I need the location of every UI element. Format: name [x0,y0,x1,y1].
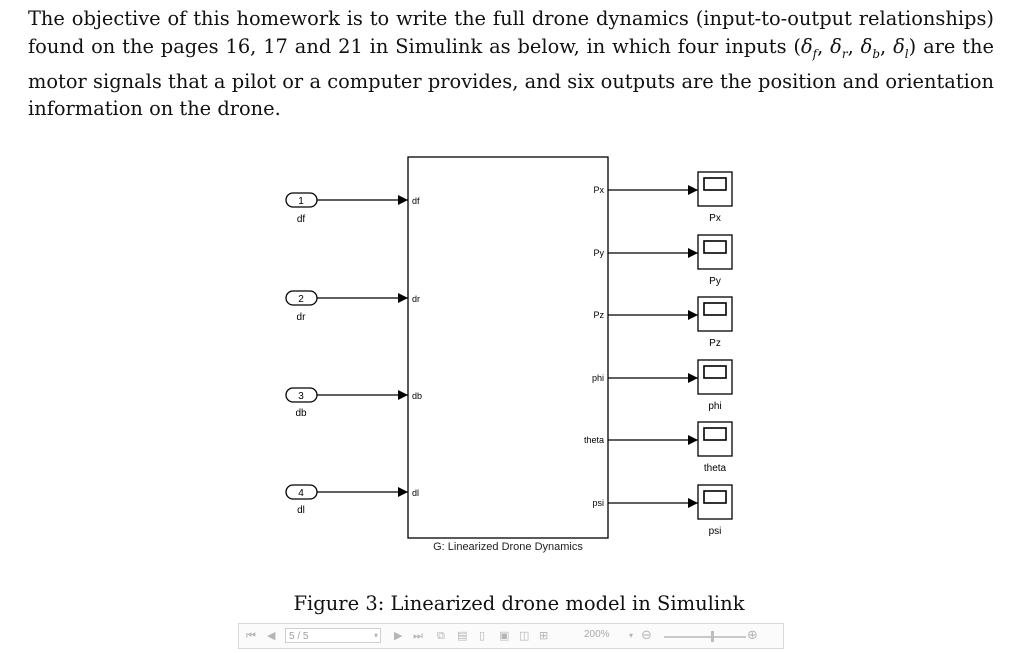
zoom-dropdown-icon[interactable]: ▾ [629,631,634,640]
zoom-slider-handle[interactable] [711,631,714,642]
first-page-icon[interactable]: ⏮ [246,630,256,642]
svg-text:1: 1 [298,196,304,207]
pdf-viewer-toolbar: ⏮ ◀ 5 / 5 ▾ ▶ ⏭ ⧉ ▤ ▯ ▣ ◫ ⊞ 200% ▾ ⊖ ⊕ [238,623,784,649]
paragraph-text-before: The objective of this homework is to wri… [28,7,994,58]
two-page-view-icon[interactable]: ◫ [519,630,530,642]
simulink-diagram: G: Linearized Drone Dynamics 1 df 2 dr 3… [285,156,733,553]
zoom-slider[interactable] [664,636,746,638]
subsystem-outport-label: Px [593,185,604,195]
subsystem-outport-label: Pz [593,310,604,320]
subsystem-inport-label: dr [412,294,420,304]
subsystem-outport-label: theta [584,435,604,445]
copy-icon[interactable]: ⧉ [437,630,445,642]
inport-1-name: df [297,214,306,225]
scope-label: phi [708,401,721,412]
subsystem-outport-label: Py [593,248,604,258]
scope-label: theta [704,463,727,474]
next-page-icon[interactable]: ▶ [394,630,403,642]
print-icon[interactable]: ▤ [457,630,468,642]
subsystem-block[interactable] [407,156,609,539]
scope-label: psi [709,526,722,537]
page-dropdown-icon[interactable]: ▾ [374,631,379,640]
paragraph-text-after: are the motor signals that a pilot or a … [28,34,995,121]
inport-2[interactable]: 2 dr [285,290,408,323]
scope-label: Pz [709,338,721,349]
subsystem-outport-label: psi [592,498,604,508]
subsystem-inport-label: df [412,196,420,206]
svg-text:4: 4 [298,488,304,499]
inport-4-name: dl [297,505,305,516]
zoom-in-icon[interactable]: ⊕ [747,627,758,642]
inport-2-name: dr [297,312,307,323]
continuous-view-icon[interactable]: ▣ [499,630,510,642]
last-page-icon[interactable]: ⏭ [413,630,423,642]
scope-label: Px [709,213,721,224]
scope-px[interactable]: Px [608,171,733,224]
scope-theta[interactable]: theta [608,421,733,474]
inport-4[interactable]: 4 dl [285,484,408,516]
paragraph-math: (δf, δr, δb, δl) [793,34,917,61]
fit-width-icon[interactable]: ⊞ [539,630,549,642]
inport-3[interactable]: 3 db [285,387,408,419]
zoom-out-icon[interactable]: ⊖ [641,627,652,642]
scope-pz[interactable]: Pz [608,296,733,349]
zoom-level[interactable]: 200% [584,629,610,640]
subsystem-inport-label: db [412,391,422,401]
subsystem-label: G: Linearized Drone Dynamics [433,541,583,553]
svg-text:3: 3 [298,391,304,402]
subsystem-inport-label: dl [412,488,419,498]
scope-label: Py [709,276,721,287]
svg-text:2: 2 [298,294,304,305]
figure-caption: Figure 3: Linearized drone model in Simu… [293,592,745,615]
homework-paragraph: The objective of this homework is to wri… [28,5,994,123]
scope-phi[interactable]: phi [608,359,733,412]
inport-1[interactable]: 1 df [285,192,408,225]
page-indicator-field[interactable]: 5 / 5 [285,628,381,643]
previous-page-icon[interactable]: ◀ [267,630,276,642]
scope-py[interactable]: Py [608,234,733,287]
subsystem-outport-label: phi [592,373,604,383]
single-page-view-icon[interactable]: ▯ [479,630,486,642]
inport-3-name: db [295,408,307,419]
scope-psi[interactable]: psi [608,484,733,537]
